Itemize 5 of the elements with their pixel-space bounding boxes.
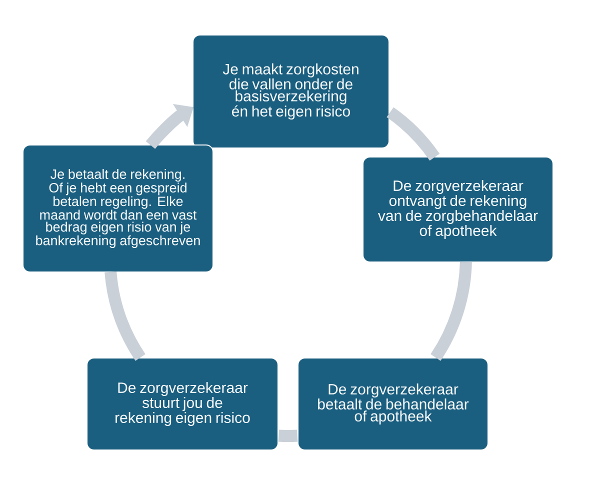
- process-box: De zorgverzekeraar stuurt jou de rekening eigen risico: [86, 358, 278, 450]
- process-box: Je maakt zorgkosten die vallen onder de basisverzekering én het eigen risico: [192, 34, 390, 148]
- process-box: Je betaalt de rekening. Of je hebt een gespreid betalen regeling. Elke maand wordt dan een vast bedrag eigen risio van je bankrekening afgeschreven: [22, 144, 214, 272]
- process-box: De zorgverzekeraar ontvangt de rekening van de zorgbehandelaar of apotheek: [362, 156, 554, 262]
- process-box: De zorgverzekeraar betaalt de behandelaar of apotheek: [298, 358, 488, 450]
